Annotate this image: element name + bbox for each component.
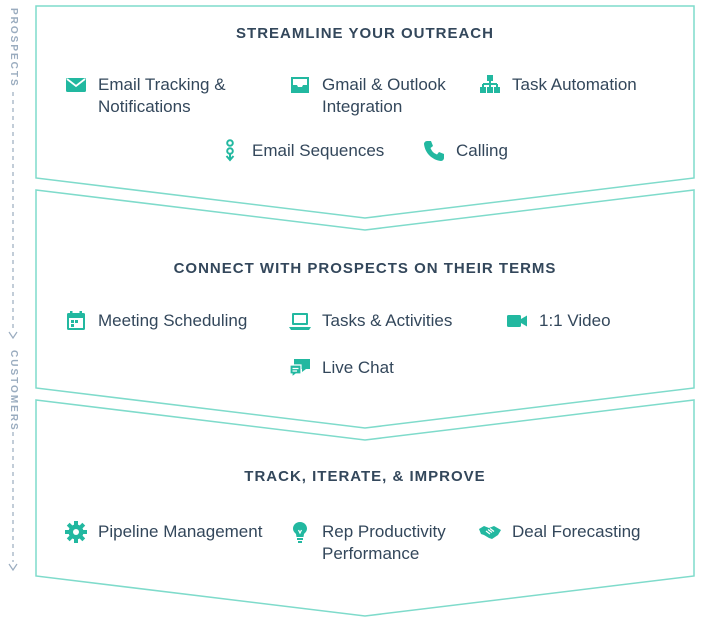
feature-label: Email Tracking & Notifications <box>98 75 226 116</box>
feature-label: Deal Forecasting <box>512 522 641 541</box>
section-3-outline <box>35 399 695 617</box>
feature-deal-forecasting: Deal Forecasting <box>478 521 641 544</box>
feature-live-chat: Live Chat <box>288 357 394 380</box>
sequence-icon <box>218 139 242 163</box>
section-1-outline <box>35 5 695 219</box>
feature-video: 1:1 Video <box>505 310 611 333</box>
feature-label: Rep Productivity Performance <box>322 522 446 563</box>
feature-label: 1:1 Video <box>539 311 611 330</box>
feature-label: Email Sequences <box>252 141 385 160</box>
workflow-icon <box>478 73 502 97</box>
feature-rep-productivity: Rep Productivity Performance <box>288 521 446 565</box>
feature-calling: Calling <box>422 140 508 163</box>
laptop-icon <box>288 309 312 333</box>
handshake-icon <box>478 520 502 544</box>
calendar-icon <box>64 309 88 333</box>
lightbulb-icon <box>288 520 312 544</box>
feature-label: Gmail & Outlook Integration <box>322 75 446 116</box>
timeline-arrow-mid <box>8 331 18 340</box>
chat-bubbles-icon <box>288 356 312 380</box>
section-2-title: CONNECT WITH PROSPECTS ON THEIR TERMS <box>173 260 557 277</box>
feature-email-sequences: Email Sequences <box>218 139 385 163</box>
feature-gmail-outlook: Gmail & Outlook Integration <box>288 74 446 118</box>
feature-label: Task Automation <box>512 75 637 94</box>
feature-label: Live Chat <box>322 358 394 377</box>
prospects-label: PROSPECTS <box>8 8 19 88</box>
envelope-icon <box>64 73 88 97</box>
feature-label: Meeting Scheduling <box>98 311 248 330</box>
feature-tasks-activities: Tasks & Activities <box>288 310 452 333</box>
feature-pipeline-management: Pipeline Management <box>64 521 262 544</box>
timeline-arrow-end <box>8 563 18 572</box>
customers-label: CUSTOMERS <box>8 350 19 432</box>
phone-icon <box>422 139 446 163</box>
section-1-title: STREAMLINE YOUR OUTREACH <box>236 25 494 42</box>
gear-icon <box>64 520 88 544</box>
feature-label: Tasks & Activities <box>322 311 453 330</box>
feature-label: Pipeline Management <box>98 522 263 541</box>
inbox-tray-icon <box>288 73 312 97</box>
video-camera-icon <box>505 309 529 333</box>
section-2-outline <box>35 189 695 429</box>
feature-email-tracking: Email Tracking & Notifications <box>64 74 226 118</box>
feature-meeting-scheduling: Meeting Scheduling <box>64 310 247 333</box>
feature-label: Calling <box>456 141 508 160</box>
section-3-title: TRACK, ITERATE, & IMPROVE <box>244 468 486 485</box>
feature-task-automation: Task Automation <box>478 74 637 97</box>
